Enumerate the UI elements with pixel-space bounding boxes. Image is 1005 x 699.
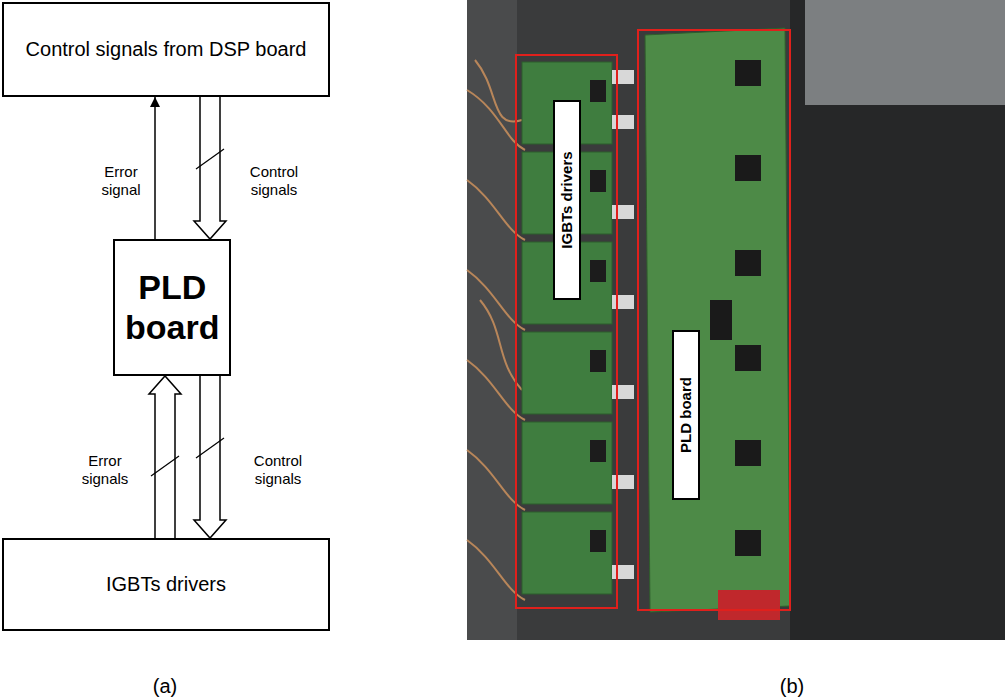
component: [590, 440, 606, 462]
metal-panel: [805, 0, 1005, 105]
signal-label: Error signal: [93, 163, 149, 199]
driver-card: [522, 332, 612, 414]
optical-connector: [612, 475, 634, 489]
highlight-frame: [638, 30, 790, 610]
target-box: IGBTs drivers: [2, 538, 330, 631]
source-box: Control signals from DSP board: [2, 2, 330, 97]
component: [590, 80, 606, 102]
component: [590, 350, 606, 372]
component: [735, 345, 761, 371]
component: [735, 60, 761, 86]
pld-pcb: [645, 28, 790, 612]
connectors: [612, 70, 634, 579]
signal-line: [154, 97, 156, 239]
power-module: [718, 590, 780, 620]
component: [710, 300, 732, 340]
driver-card: [522, 512, 612, 594]
signal-label: Control signals: [238, 452, 318, 488]
component: [590, 170, 606, 192]
optical-connector: [612, 385, 634, 399]
bus-arrow: [149, 376, 181, 538]
optical-connector: [612, 565, 634, 579]
signal-label: Control signals: [234, 163, 314, 199]
bus-slash: [196, 438, 224, 458]
component: [590, 530, 606, 552]
panel-caption: (b): [767, 674, 817, 698]
optical-connector: [612, 205, 634, 219]
bus-slash: [151, 456, 179, 476]
photo-ground: [467, 0, 1005, 640]
bus-outline: [194, 376, 226, 538]
optical-connector: [612, 295, 634, 309]
signal-label: Error signals: [70, 452, 140, 488]
cabinet-wall: [790, 0, 1005, 640]
optical-connector: [612, 70, 634, 84]
component: [735, 250, 761, 276]
components: [590, 80, 606, 552]
signal-arrow: [155, 97, 156, 239]
bus-arrow: [194, 97, 226, 239]
node-text: Control signals from DSP board: [26, 37, 307, 62]
component: [735, 155, 761, 181]
process-box: PLD board: [113, 239, 231, 376]
component: [735, 530, 761, 556]
node-text: PLD board: [125, 268, 219, 346]
component: [590, 260, 606, 282]
bus-outline: [149, 376, 181, 538]
highlight-frame: [516, 55, 617, 608]
node-text: IGBTs drivers: [558, 151, 576, 248]
bus-slash: [196, 149, 224, 169]
node-text: IGBTs drivers: [106, 572, 226, 597]
panel-caption: (a): [140, 674, 190, 698]
photo-tag: IGBTs drivers: [553, 100, 581, 300]
driver-card: [522, 422, 612, 504]
wire: [475, 60, 522, 122]
bus-arrow: [194, 376, 226, 538]
pld-components: [710, 60, 761, 556]
component: [735, 440, 761, 466]
node-text: PLD board: [677, 377, 695, 453]
photo-tag: PLD board: [672, 330, 700, 500]
optical-connector: [612, 115, 634, 129]
bus-outline: [194, 97, 226, 239]
